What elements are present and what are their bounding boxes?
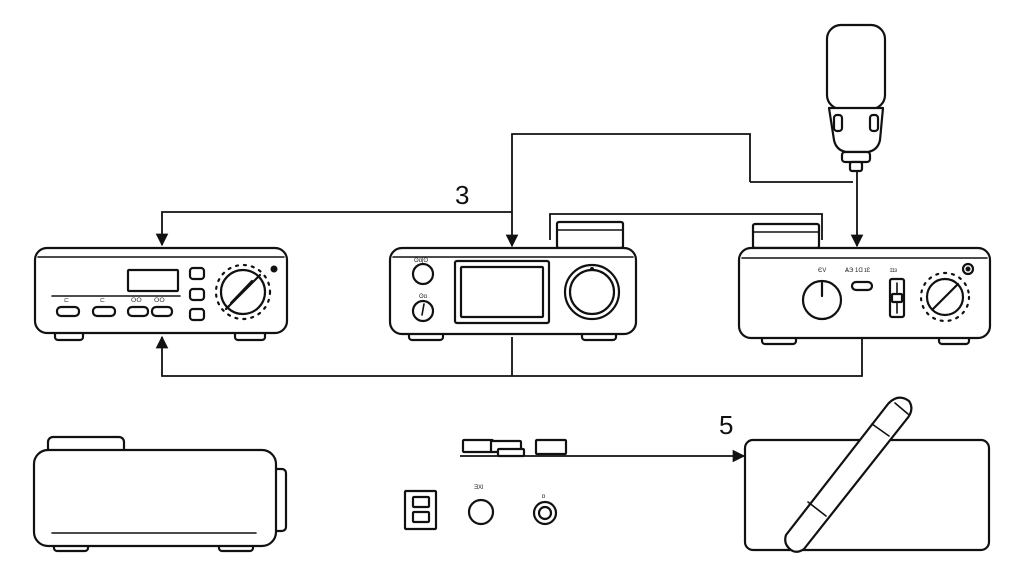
wire-mic-to-center (505, 133, 751, 248)
stylus-pen-icon (784, 396, 913, 553)
left-power-led (270, 265, 278, 273)
center-display-screen (453, 259, 551, 325)
small-round-knob[interactable] (467, 498, 495, 526)
svg-text:ƎXƖ: ƎXƖ (474, 485, 483, 491)
svg-text:ɒ: ɒ (542, 494, 546, 500)
svg-text:ѦЭ 1Ɑ ɪƐ: ѦЭ 1Ɑ ɪƐ (845, 268, 871, 274)
right-volume-knob[interactable] (919, 271, 971, 323)
center-knob-bottom[interactable] (411, 299, 435, 323)
step-label-5: 5 (719, 410, 733, 440)
svg-text:ɪɪɜ: ɪɪɜ (890, 268, 897, 274)
device-left-receiver[interactable]: ⊏ ⊏ ⵔⵔ ⵔⵔ (33, 246, 289, 342)
power-supply-unit (32, 435, 288, 553)
center-knob-top[interactable] (411, 262, 435, 286)
wire-top-left (155, 211, 512, 247)
right-fader[interactable] (888, 277, 906, 319)
device-right-interface[interactable]: ЄV ѦЭ 1Ɑ ɪƐ ɪɪɜ (737, 222, 992, 346)
signal-wires (155, 133, 864, 463)
left-small-buttons (188, 266, 206, 322)
wall-outlet-icon (403, 489, 438, 531)
left-button-1[interactable] (55, 305, 81, 318)
svg-text:ⵔⵔ: ⵔⵔ (131, 298, 142, 304)
center-main-knob[interactable] (563, 263, 621, 321)
right-gain-knob[interactable] (801, 279, 843, 321)
wire-bridge (549, 213, 823, 240)
step-label-3: 3 (455, 180, 469, 210)
left-button-4[interactable] (150, 305, 174, 318)
right-power-led (961, 262, 975, 276)
left-button-2[interactable] (91, 305, 117, 318)
left-button-3[interactable] (126, 305, 150, 318)
svg-text:ʘɑɭʘ: ʘɑɭʘ (414, 258, 428, 264)
left-display (126, 268, 180, 293)
svg-text:ЄV: ЄV (818, 268, 826, 274)
left-bottom-buttons: ⊏ ⊏ ⵔⵔ ⵔⵔ (51, 295, 181, 318)
svg-text:ⵔⵔ: ⵔⵔ (154, 298, 165, 304)
connector-strip (461, 438, 568, 458)
left-volume-knob[interactable] (214, 263, 272, 321)
svg-text:⊏: ⊏ (100, 298, 105, 304)
device-center-mixer[interactable]: ʘɑɭʘ ʘɑ (388, 220, 638, 342)
audio-jack-port (532, 500, 558, 526)
microphone[interactable] (825, 23, 887, 173)
svg-text:ʘɑ: ʘɑ (419, 294, 427, 300)
right-input-slot (850, 280, 874, 292)
svg-text:⊏: ⊏ (64, 298, 69, 304)
